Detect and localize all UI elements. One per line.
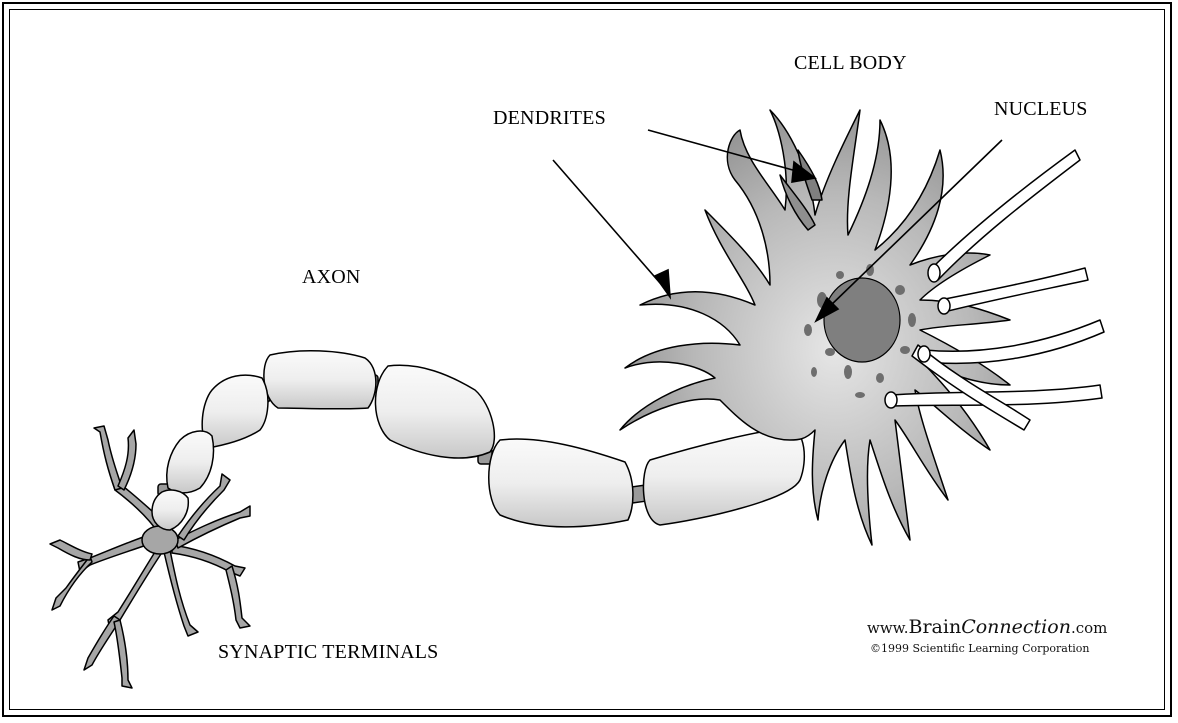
- axon-label: AXON: [302, 266, 361, 289]
- credit-suffix: .com: [1071, 619, 1107, 637]
- credit-prefix: www.: [867, 619, 909, 637]
- cell-body-label: CELL BODY: [794, 52, 907, 75]
- axon-shape: [152, 351, 804, 530]
- credit-url: www.BrainConnection.com: [867, 616, 1107, 638]
- credit-brand: Brain: [909, 616, 962, 638]
- nucleus-label: NUCLEUS: [994, 98, 1088, 121]
- nucleus-shape: [824, 278, 900, 362]
- credit-connection: Connection: [961, 616, 1071, 638]
- synaptic-terminals-label: SYNAPTIC TERMINALS: [218, 641, 438, 664]
- dendrites-label: DENDRITES: [493, 107, 606, 130]
- credit-copyright: ©1999 Scientific Learning Corporation: [870, 642, 1090, 655]
